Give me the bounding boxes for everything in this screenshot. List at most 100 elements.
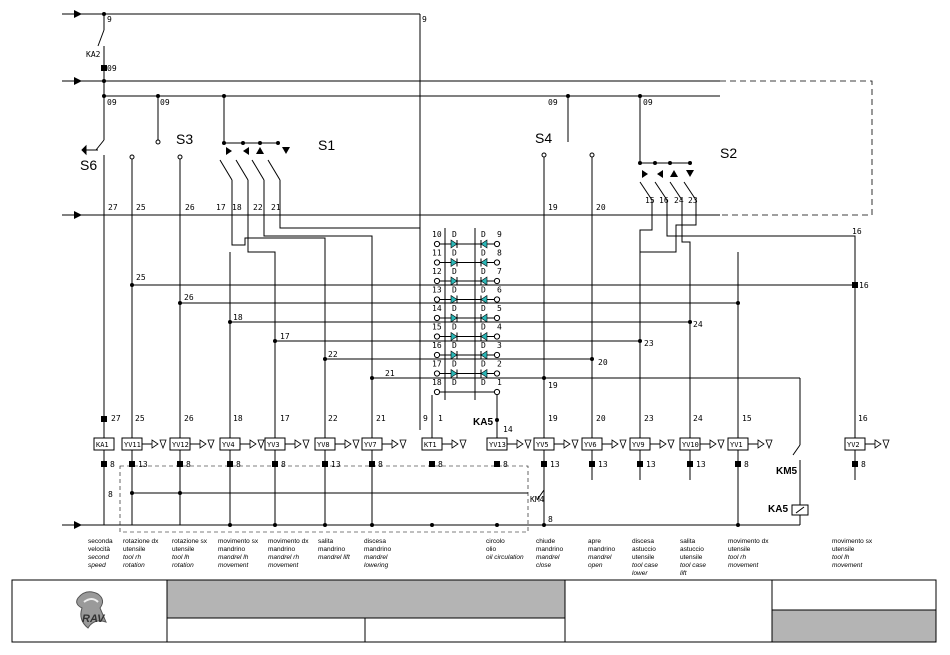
valve-icon [294,439,302,449]
valve-icon [765,439,773,450]
matrix-row-label-left: 16 [432,341,442,350]
s4-contacts [541,94,595,158]
s3-junction [156,94,160,98]
matrix-row-label-left: 13 [432,286,442,295]
diode-icon [480,239,488,249]
caption-it: olio [486,546,497,553]
terminal-screw [433,259,441,266]
terminal-label: 24 [674,196,684,205]
terminal-label: 9 [423,414,428,423]
diode-icon [480,257,488,268]
diode-icon [450,313,458,323]
valve-icon [757,439,765,449]
component-label: YV13 [489,441,506,449]
s2-actuator-icons [638,94,694,178]
terminal-label: 13 [646,460,656,469]
terminal-screw [493,388,501,396]
matrix-row-label-right: 7 [497,267,502,276]
caption-en: movement [728,562,760,569]
terminal-block [494,461,500,467]
caption-it: astuccio [632,546,656,553]
terminal-block [852,461,858,467]
matrix-row-label-left: 18 [432,378,442,387]
caption-it: movimento dx [728,538,769,545]
caption-en: mandrel rh [268,554,299,561]
matrix-col-marker: D [452,286,457,295]
component-label: KT1 [424,441,437,449]
matrix-col-marker: D [452,360,457,369]
terminal-label: 9 [107,15,112,24]
matrix-row-label-left: 10 [432,230,442,239]
terminal-label: 20 [596,414,606,423]
diode-icon [480,350,488,360]
caption-en: movement [832,562,864,569]
caption-en: mandrel lh [218,554,249,561]
valve-icon [667,439,675,450]
matrix-row-label-right: 2 [497,360,502,369]
left-column-dots [101,12,107,422]
valve-icon [717,439,725,450]
km4-label: KM4 [530,495,545,504]
matrix-row-label-left: 12 [432,267,442,276]
terminal-label: 26 [184,293,194,302]
terminal-labels: 9 9 09 09 09 09 09 27 25 26 17 18 22 21 … [107,15,869,524]
terminal-label: 13 [331,460,341,469]
power-rails [62,13,720,526]
terminal-label: 18 [233,414,243,423]
caption-it: movimento sx [218,538,259,545]
caption-it: circolo [486,538,505,545]
valve-icon [391,439,399,449]
valve-icon [571,439,579,450]
matrix-col-marker: D [452,267,457,276]
diode-icon [450,350,458,360]
caption-en: lower [632,570,648,577]
component-label: YV3 [267,441,280,449]
matrix-col-marker: D [452,304,457,313]
caption-en: tool case [632,562,658,569]
valve-icon [619,439,627,450]
caption-it: utensile [680,554,703,561]
component-label: YV8 [317,441,330,449]
caption-en: tool lh [172,554,190,561]
ka5-contact [431,395,498,440]
terminal-label: 13 [598,460,608,469]
caption-en: rotation [123,562,145,569]
caption-en: rotation [172,562,194,569]
common-bus-dots [130,491,740,527]
terminal-screw [433,370,441,377]
terminal-label: 13 [550,460,560,469]
valve-icon [159,439,167,450]
terminal-block [177,461,183,467]
caption-it: salita [318,538,334,545]
caption-it: utensile [832,546,855,553]
s3-label: S3 [176,131,193,147]
matrix-col-marker: D [481,378,486,387]
caption-en: mandrel [536,554,560,561]
matrix-row-label-left: 17 [432,360,442,369]
terminal-label: 22 [253,203,263,212]
matrix-col-marker: D [481,360,486,369]
terminal-screw [493,277,501,285]
terminal-label: 13 [138,460,148,469]
caption-it: movimento dx [268,538,309,545]
component-label: YV5 [536,441,549,449]
terminal-block [687,461,693,467]
valve-icon [302,439,310,450]
diode-icon [450,368,458,379]
terminal-label: 8 [108,490,113,499]
valve-icon [199,439,207,449]
terminal-screw [493,351,501,359]
terminal-label: 19 [548,414,558,423]
matrix-row-label-right: 9 [497,230,502,239]
caption-en: mandrel lift [318,554,351,561]
caption-en: lift [680,570,688,577]
terminal-screw [433,314,441,322]
valve-icon [882,439,890,450]
relay-labels: KA2 KA5 KM5 KA5 KM4 [86,50,798,515]
terminal-screw [433,277,441,285]
component-label: YV12 [172,441,189,449]
component-label: YV11 [124,441,141,449]
terminal-screw [493,370,501,377]
